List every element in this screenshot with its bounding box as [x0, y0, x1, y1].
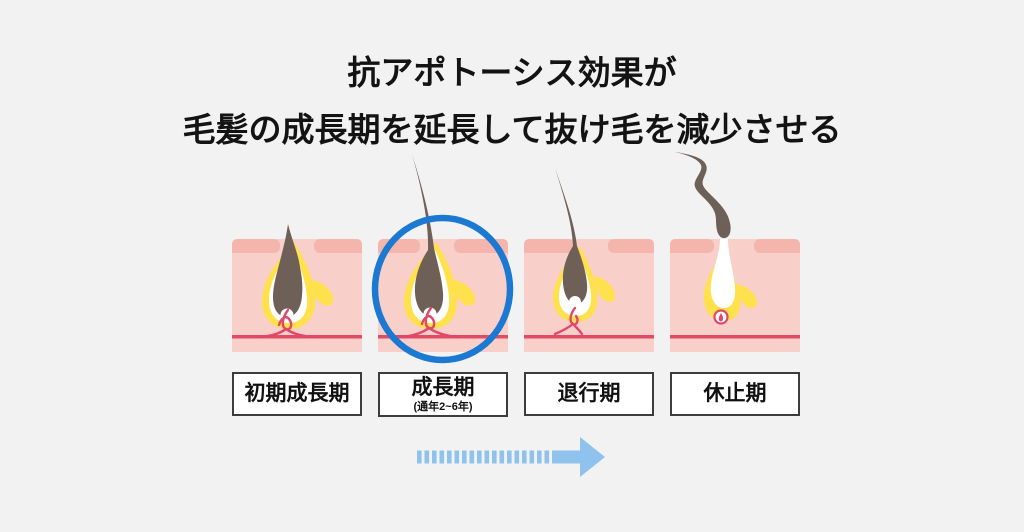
- stage-label-box-anagen: 成長期 (通年2~6年): [378, 372, 508, 418]
- stages-row: 初期成長期 成長期 (通年2~6年): [232, 150, 800, 418]
- highlight-circle: [371, 214, 514, 364]
- title-line-2: 毛髪の成長期を延長して抜け毛を減少させる: [182, 111, 842, 148]
- stage-label-box-telogen: 休止期: [670, 372, 800, 416]
- progression-arrow: [417, 437, 605, 477]
- title-line-1: 抗アポトーシス効果が: [347, 54, 677, 91]
- stage-label: 退行期: [557, 381, 621, 405]
- follicle-telogen-illustration: [670, 152, 800, 352]
- stage-label-box-early-anagen: 初期成長期: [232, 372, 362, 416]
- stage-sublabel: (通年2~6年): [413, 401, 473, 414]
- stage-early-anagen: 初期成長期: [232, 150, 362, 417]
- stage-label: 初期成長期: [244, 381, 350, 405]
- stage-label: 成長期: [411, 376, 475, 399]
- stage-telogen: 休止期: [670, 150, 800, 417]
- stage-anagen: 成長期 (通年2~6年): [378, 150, 508, 418]
- stage-catagen: 退行期: [524, 150, 654, 417]
- follicle-early-anagen-illustration: [232, 224, 362, 352]
- stage-label: 休止期: [703, 381, 767, 405]
- follicle-anagen-illustration: [378, 154, 508, 352]
- page-title: 抗アポトーシス効果が 毛髪の成長期を延長して抜け毛を減少させる: [0, 44, 1024, 158]
- stage-label-box-catagen: 退行期: [524, 372, 654, 416]
- follicle-catagen-illustration: [524, 168, 654, 352]
